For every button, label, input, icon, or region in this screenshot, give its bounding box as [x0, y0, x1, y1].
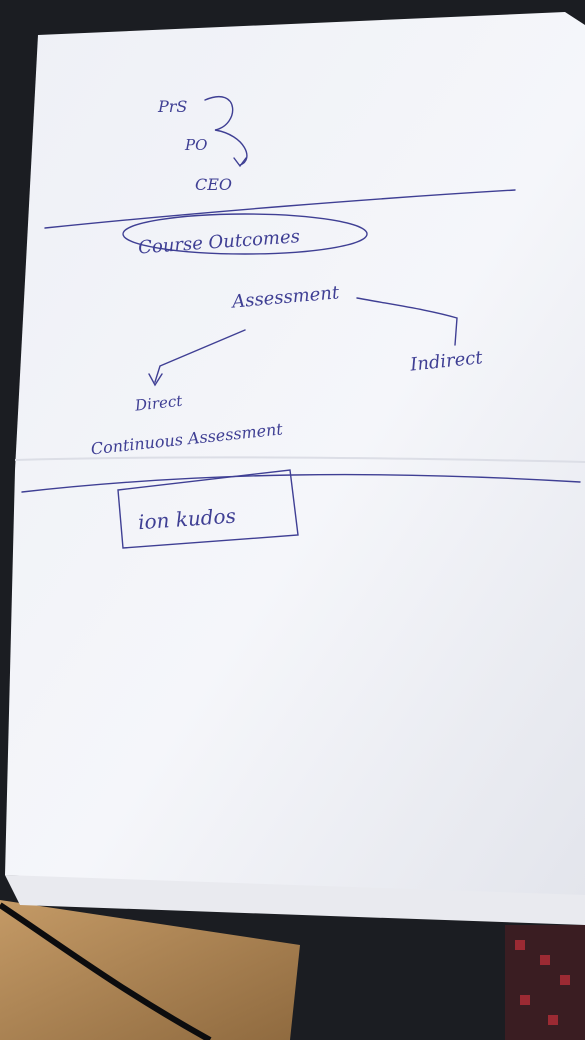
divider-line-2: [21, 473, 581, 493]
red-pattern: [515, 940, 570, 1025]
connector-to-indirect: [356, 297, 458, 346]
note-prs: PrS: [157, 97, 187, 116]
note-ceo: CEO: [195, 175, 232, 194]
arrowhead-direct: [148, 373, 163, 387]
top-curve-arrow: [204, 96, 248, 166]
divider-line-1: [44, 189, 516, 229]
cable: [0, 902, 212, 1040]
heading-box: [117, 469, 299, 549]
note-po: PO: [184, 136, 207, 154]
arrow-to-direct: [154, 329, 246, 383]
heading-oval: [122, 213, 368, 255]
paper-sheet: [5, 12, 585, 895]
top-arrowhead: [233, 157, 247, 168]
paper-fold: [14, 456, 585, 463]
wooden-desk: [0, 900, 300, 1040]
node-direct: Direct: [133, 392, 184, 415]
